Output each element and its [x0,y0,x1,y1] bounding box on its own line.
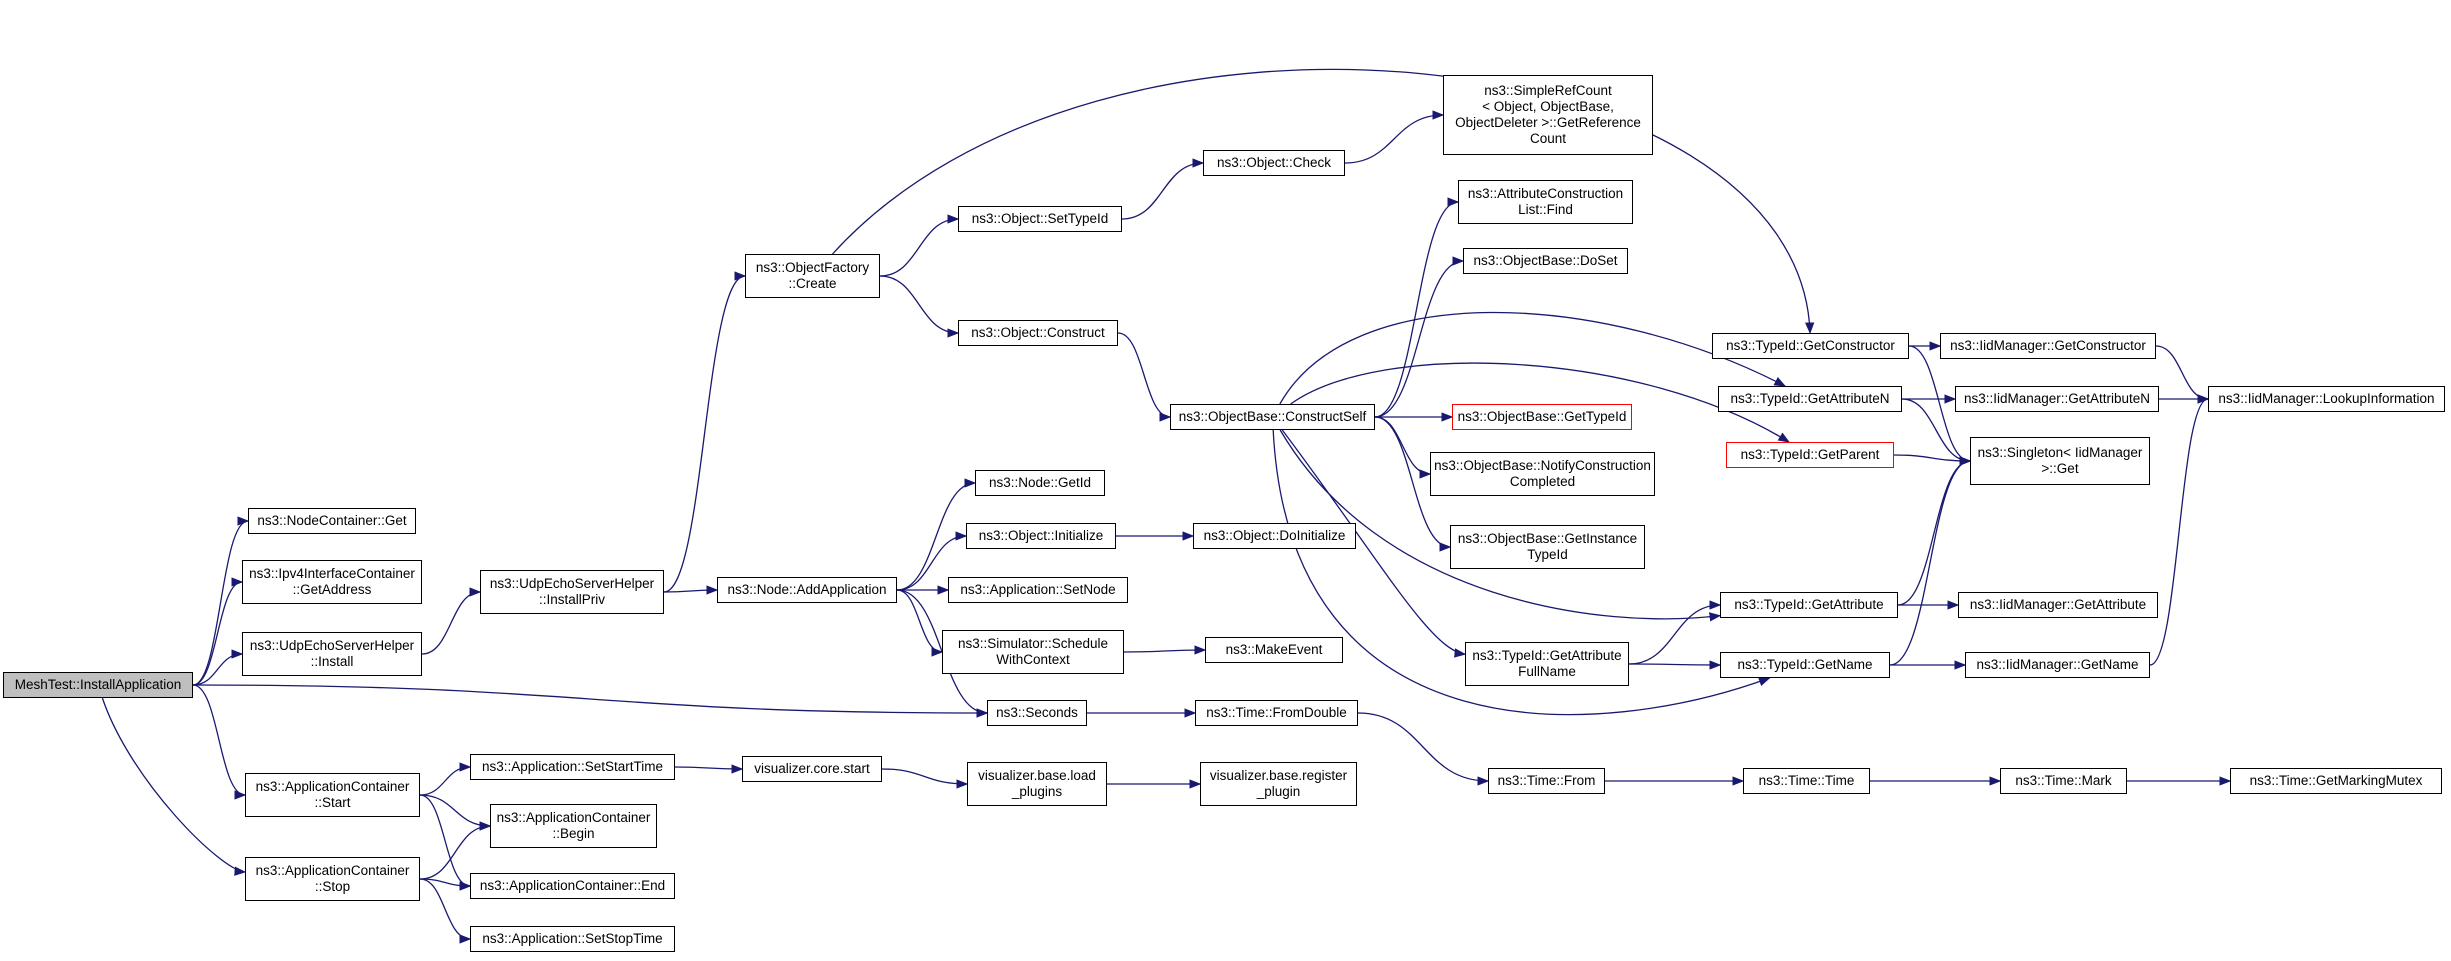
edge-tid-getattrfull-to-tid-getattribute [1628,600,1722,665]
node-ipv4[interactable]: ns3::Ipv4InterfaceContainer ::GetAddress [242,560,422,604]
node-root[interactable]: MeshTest::InstallApplication [3,672,193,698]
edge-tid-getattrfull-to-tid-getname [1628,660,1722,670]
node-makeevent[interactable]: ns3::MakeEvent [1205,637,1343,663]
node-iid-getname[interactable]: ns3::IidManager::GetName [1965,652,2150,678]
node-iid-getattribute[interactable]: ns3::IidManager::GetAttribute [1958,592,2158,618]
edge-ob-constructself-to-tid-getparent [1290,362,1790,443]
node-obj-initialize[interactable]: ns3::Object::Initialize [966,523,1116,549]
node-tid-getattribute[interactable]: ns3::TypeId::GetAttribute [1720,592,1898,618]
edge-udp-install-to-udp-priv [421,587,482,655]
edge-ac-stop-to-ac-begin [419,821,492,880]
edge-ac-start-to-ac-end [419,794,472,891]
node-ob-doset[interactable]: ns3::ObjectBase::DoSet [1463,248,1628,274]
node-tid-getparent[interactable]: ns3::TypeId::GetParent [1726,442,1894,468]
node-refcount[interactable]: ns3::SimpleRefCount < Object, ObjectBase… [1443,75,1653,155]
node-ac-stop[interactable]: ns3::ApplicationContainer ::Stop [245,857,420,901]
edge-udp-priv-to-of-create [663,271,747,593]
edge-ob-constructself-to-tid-getattributen [1279,311,1786,405]
node-seconds[interactable]: ns3::Seconds [987,700,1087,726]
node-time-mutex[interactable]: ns3::Time::GetMarkingMutex [2230,768,2442,794]
edge-ob-constructself-to-ob-getinstance [1374,416,1452,552]
edge-of-create-to-obj-construct [879,275,960,338]
node-viz-base-register[interactable]: visualizer.base.register _plugin [1200,762,1357,806]
edge-obj-check-to-refcount [1344,110,1445,164]
edge-ac-start-to-ac-begin [419,794,492,831]
node-iid-getconstructor[interactable]: ns3::IidManager::GetConstructor [1940,333,2156,359]
edge-ob-constructself-to-acl-find [1374,197,1460,418]
node-of-create[interactable]: ns3::ObjectFactory ::Create [745,254,880,298]
node-singleton[interactable]: ns3::Singleton< IidManager >::Get [1970,437,2150,485]
node-app-setstop[interactable]: ns3::Application::SetStopTime [470,926,675,952]
edge-root-to-udp-install [192,649,244,686]
node-acl-find[interactable]: ns3::AttributeConstruction List::Find [1458,180,1633,224]
node-app-setnode[interactable]: ns3::Application::SetNode [948,577,1128,603]
edge-sim-schedule-to-makeevent [1123,645,1207,655]
node-ob-getinstance[interactable]: ns3::ObjectBase::GetInstance TypeId [1450,525,1645,569]
edge-root-to-ipv4 [192,577,244,686]
node-tid-getname[interactable]: ns3::TypeId::GetName [1720,652,1890,678]
node-obj-doinitialize[interactable]: ns3::Object::DoInitialize [1193,523,1356,549]
node-time-from[interactable]: ns3::Time::From [1488,768,1605,794]
node-ob-notify[interactable]: ns3::ObjectBase::NotifyConstruction Comp… [1430,452,1655,496]
node-time-fromdouble[interactable]: ns3::Time::FromDouble [1195,700,1358,726]
edge-root-to-seconds [192,684,989,718]
edge-udp-priv-to-node-addapp [663,585,719,595]
edge-tid-getname-to-singleton [1889,456,1972,666]
edge-ac-stop-to-app-setstop [419,878,472,944]
node-time-mark[interactable]: ns3::Time::Mark [2000,768,2127,794]
edge-ac-stop-to-ac-end [419,878,472,891]
edge-ob-constructself-to-ob-doset [1374,256,1465,418]
node-time-time[interactable]: ns3::Time::Time [1743,768,1870,794]
node-ac-begin[interactable]: ns3::ApplicationContainer ::Begin [490,804,657,848]
edge-node-addapp-to-node-getid [896,478,977,591]
edge-node-addapp-to-obj-initialize [896,531,968,591]
edge-tid-getattribute-to-singleton [1897,456,1972,606]
edge-root-to-ac-start [192,684,247,800]
edge-iid-getname-to-iid-lookup [2149,394,2210,666]
edge-root-to-nc-get [192,516,250,686]
node-sim-schedule[interactable]: ns3::Simulator::Schedule WithContext [942,630,1124,674]
node-iid-lookup[interactable]: ns3::IidManager::LookupInformation [2208,386,2445,412]
edge-ob-constructself-to-ob-notify [1374,416,1432,479]
node-app-setstart[interactable]: ns3::Application::SetStartTime [470,754,675,780]
node-ob-constructself[interactable]: ns3::ObjectBase::ConstructSelf [1170,404,1375,430]
edge-time-fromdouble-to-time-from [1357,712,1490,786]
edge-of-create-to-tid-getconstructor [832,68,1815,335]
node-iid-getattributen[interactable]: ns3::IidManager::GetAttributeN [1955,386,2159,412]
node-viz-base-load[interactable]: visualizer.base.load _plugins [967,762,1107,806]
node-obj-construct[interactable]: ns3::Object::Construct [958,320,1118,346]
node-node-addapp[interactable]: ns3::Node::AddApplication [717,577,897,603]
node-tid-getattributen[interactable]: ns3::TypeId::GetAttributeN [1718,386,1902,412]
edge-root-to-ac-stop [101,697,247,876]
node-node-getid[interactable]: ns3::Node::GetId [975,470,1105,496]
edge-viz-core-start-to-viz-base-load [881,768,969,789]
edge-obj-construct-to-ob-constructself [1117,332,1172,422]
node-udp-priv[interactable]: ns3::UdpEchoServerHelper ::InstallPriv [480,570,664,614]
node-ac-end[interactable]: ns3::ApplicationContainer::End [470,873,675,899]
node-obj-settypeid[interactable]: ns3::Object::SetTypeId [958,206,1122,232]
node-obj-check[interactable]: ns3::Object::Check [1203,150,1345,176]
edge-of-create-to-obj-settypeid [879,214,960,277]
edge-node-addapp-to-sim-schedule [896,589,944,657]
node-tid-getattrfull[interactable]: ns3::TypeId::GetAttribute FullName [1465,642,1629,686]
node-tid-getconstructor[interactable]: ns3::TypeId::GetConstructor [1712,333,1909,359]
node-viz-core-start[interactable]: visualizer.core.start [742,756,882,782]
edge-obj-settypeid-to-obj-check [1121,158,1205,220]
edge-tid-getconstructor-to-singleton [1908,345,1972,466]
edge-iid-getconstructor-to-iid-lookup [2155,345,2210,404]
edge-ob-constructself-to-tid-getattrfull [1281,429,1467,658]
edge-ac-start-to-app-setstart [419,762,472,796]
edge-ob-constructself-to-tid-getname [1272,429,1771,716]
node-ob-gettypeid[interactable]: ns3::ObjectBase::GetTypeId [1452,404,1632,430]
node-udp-install[interactable]: ns3::UdpEchoServerHelper ::Install [242,632,422,676]
node-ac-start[interactable]: ns3::ApplicationContainer ::Start [245,773,420,817]
edge-app-setstart-to-viz-core-start [674,764,744,774]
node-nc-get[interactable]: ns3::NodeContainer::Get [248,508,416,534]
